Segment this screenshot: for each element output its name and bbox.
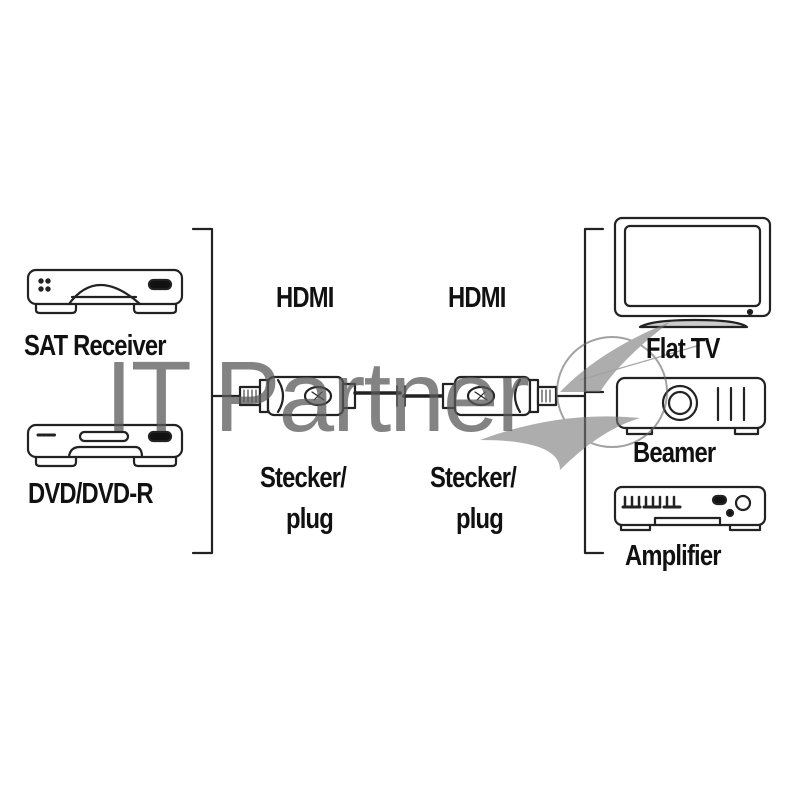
watermark-text: IT Partner [105,341,530,453]
right-plug-caption-line2: plug [456,503,504,535]
watermark-logo [480,322,701,470]
dvd-label: DVD/DVD-R [28,478,154,510]
beamer-label: Beamer [633,437,716,469]
left-bracket [191,227,234,555]
amplifier-icon [613,485,767,532]
right-hdmi-label: HDMI [448,282,506,314]
left-plug-caption-line1: Stecker/ [260,462,347,494]
flat-tv-label: Flat TV [646,333,720,365]
left-hdmi-label: HDMI [276,282,334,314]
amplifier-label: Amplifier [625,540,722,572]
projector-icon [615,376,767,436]
flat-tv-icon [613,216,772,329]
right-plug-caption-line1: Stecker/ [430,462,517,494]
right-hdmi-plug [441,375,558,417]
left-plug-caption-line2: plug [286,503,334,535]
sat-receiver-icon [26,268,184,315]
sat-receiver-label: SAT Receiver [24,330,167,362]
left-hdmi-plug [238,375,357,417]
dvd-player-icon [26,423,184,468]
hdmi-cable [230,375,568,417]
